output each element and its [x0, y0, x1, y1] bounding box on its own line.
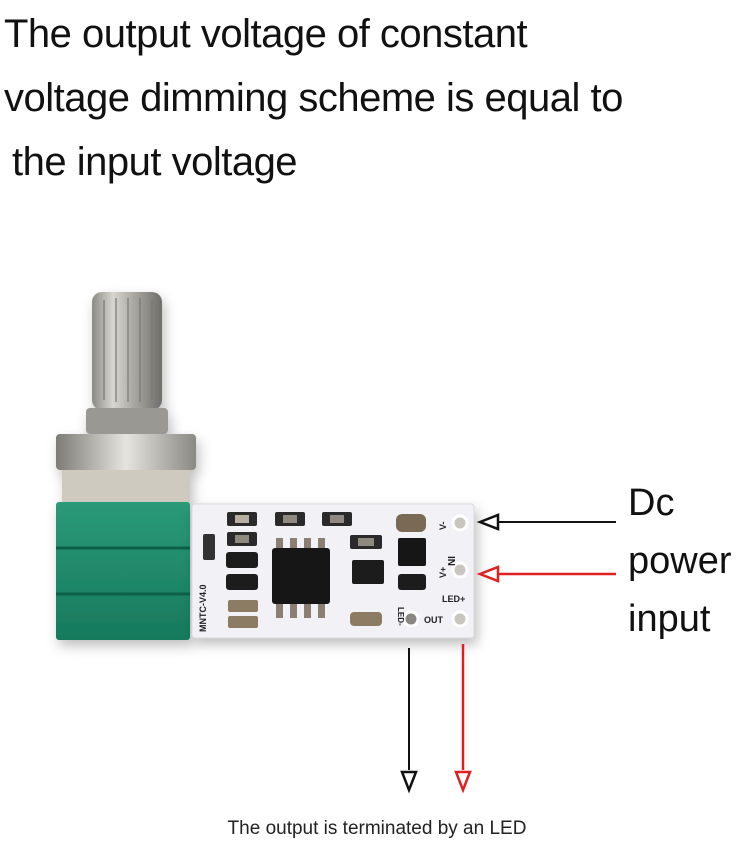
smd-capacitor: [350, 612, 382, 626]
dc-power-input-label: Dc power input: [628, 474, 732, 648]
headline: The output voltage of constant voltage d…: [4, 2, 744, 194]
pot-nut: [56, 434, 196, 470]
pin-label-v-plus: V+: [438, 567, 448, 578]
pad-v-plus: [451, 561, 469, 579]
pin-label-led-plus: LED+: [442, 594, 465, 604]
led-negative-output-arrow: [400, 648, 418, 794]
headline-line-3: the input voltage: [12, 140, 298, 184]
pin-label-out: OUT: [424, 615, 444, 625]
pin-label-led-minus: LED-: [396, 607, 405, 626]
pad-led-minus: [402, 610, 420, 628]
power-label-line-3: input: [628, 598, 711, 640]
output-caption: The output is terminated by an LED: [227, 818, 527, 839]
smd-capacitor: [396, 514, 426, 532]
potentiometer: [56, 292, 196, 640]
smd-diode: [226, 574, 258, 590]
smd-diode: [398, 574, 426, 590]
pin-label-in: IN: [445, 556, 456, 566]
positive-input-arrow: [476, 565, 616, 583]
pot-bushing: [62, 470, 190, 504]
led-positive-output-arrow: [454, 644, 472, 794]
headline-line-1: The output voltage of constant: [4, 12, 528, 56]
mosfet: [398, 538, 426, 566]
power-label-line-2: power: [628, 540, 732, 582]
transistor: [352, 560, 384, 584]
smd-diode: [226, 552, 258, 568]
pin-label-v-minus: V-: [438, 521, 448, 530]
pot-collar: [86, 408, 168, 434]
negative-input-arrow: [476, 513, 616, 531]
driver-pcb: V- IN V+ LED+ OUT LED- MNTC-V4.0: [191, 503, 475, 639]
power-label-line-1: Dc: [628, 482, 675, 524]
pot-housing: [56, 502, 190, 640]
smd-capacitor: [228, 616, 258, 628]
ic-chip: [272, 538, 330, 618]
smd-capacitor: [228, 600, 258, 612]
board-model-marking: MNTC-V4.0: [198, 584, 208, 632]
pad-led-plus: [451, 610, 469, 628]
headline-line-2: voltage dimming scheme is equal to: [4, 76, 623, 120]
pad-v-minus: [451, 514, 469, 532]
